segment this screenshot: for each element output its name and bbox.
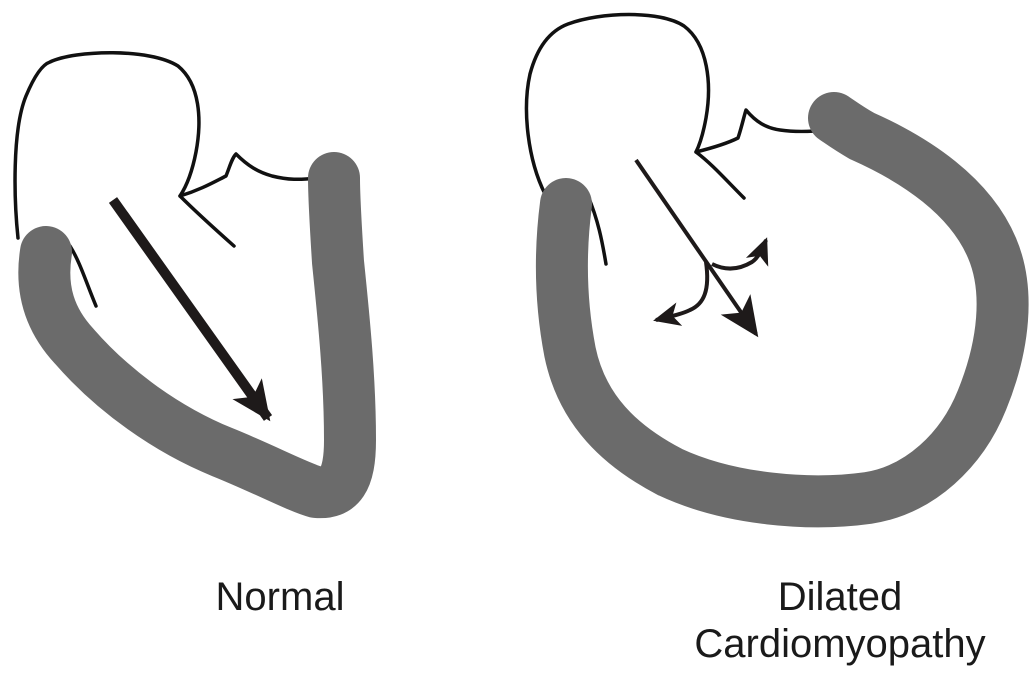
normal-caption: Normal <box>130 574 430 621</box>
dilated-label-line2: Cardiomyopathy <box>640 621 1036 668</box>
normal-label: Normal <box>216 575 345 619</box>
dilated-label-line1: Dilated <box>640 574 1036 621</box>
dilated-atrium-outline <box>526 15 744 199</box>
dilated-heart <box>526 15 1002 502</box>
dilated-valve-outline <box>696 110 826 152</box>
normal-heart <box>15 53 350 492</box>
dilated-ventricle-wall <box>562 118 1003 501</box>
dilated-caption: Dilated Cardiomyopathy <box>640 574 1036 668</box>
dilated-branch-arrow-right <box>712 240 766 268</box>
dilated-branch-arrow-left <box>656 262 707 320</box>
normal-ventricle-wall <box>44 178 350 492</box>
normal-valve-outline <box>180 154 316 196</box>
